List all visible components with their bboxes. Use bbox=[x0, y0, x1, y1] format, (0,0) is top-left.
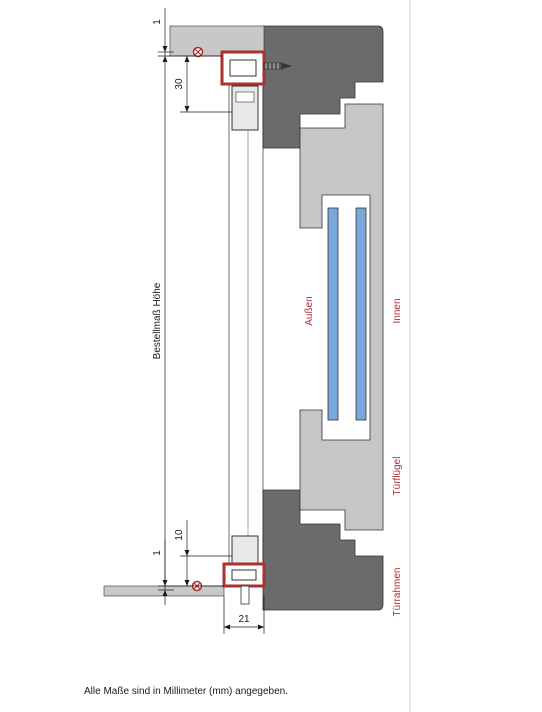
door-frame-label: Türrahmen bbox=[392, 568, 403, 617]
height-label: Bestellmaß Höhe bbox=[152, 282, 163, 359]
top-profile-inner bbox=[229, 59, 257, 77]
door-frame-top bbox=[262, 25, 384, 149]
bottom-profile-inner bbox=[231, 569, 257, 581]
glass-pane-inner bbox=[355, 207, 367, 421]
bottom-pin bbox=[240, 585, 250, 605]
top-gap-dimension bbox=[158, 8, 174, 56]
top-fixing-marker-icon bbox=[192, 46, 204, 58]
width-dimension bbox=[223, 596, 265, 634]
top-brush-cap bbox=[235, 91, 255, 103]
glass-pane-outer bbox=[327, 207, 339, 421]
width-label: 21 bbox=[238, 614, 250, 625]
door-leaf bbox=[299, 103, 384, 531]
door-leaf-label: Türflügel bbox=[392, 457, 403, 496]
screw-icon bbox=[263, 62, 292, 70]
height-dimension bbox=[158, 55, 224, 587]
bottom-offset-dimension bbox=[180, 520, 232, 586]
bottom-gap-label: 1 bbox=[152, 550, 163, 556]
footnote: Alle Maße sind in Millimeter (mm) angege… bbox=[84, 686, 288, 697]
inside-label: Innen bbox=[392, 298, 403, 323]
bottom-brush-block bbox=[231, 535, 259, 567]
bottom-offset-label: 10 bbox=[174, 529, 185, 541]
bottom-gap-dimension bbox=[158, 540, 174, 605]
door-frame-bottom bbox=[262, 489, 384, 611]
top-offset-dimension bbox=[180, 56, 232, 113]
outside-label: Außen bbox=[304, 296, 315, 325]
top-gap-label: 1 bbox=[152, 19, 163, 25]
top-offset-label: 30 bbox=[174, 78, 185, 90]
